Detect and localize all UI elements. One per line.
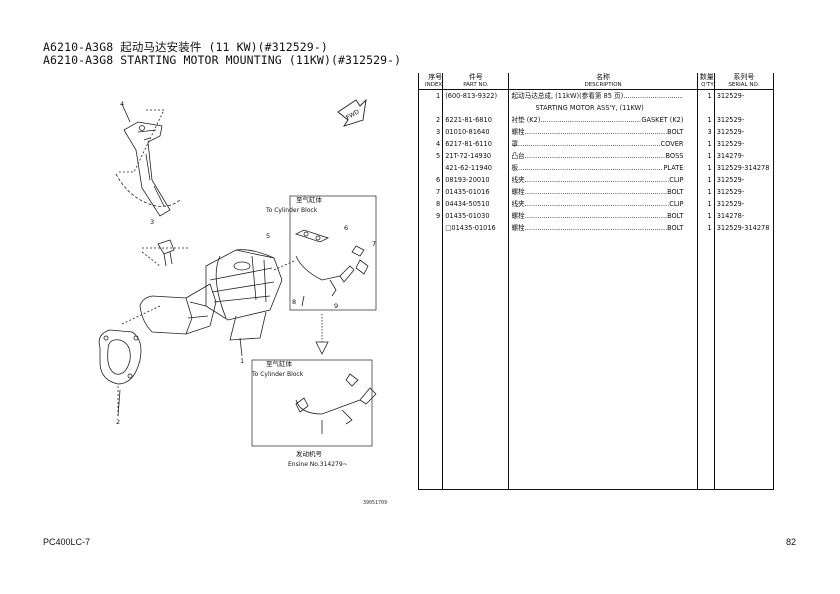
- callout-4: 4: [120, 100, 124, 108]
- model-label: PC400LC-7: [43, 537, 91, 547]
- table-empty-space: [417, 234, 775, 490]
- table-row: 3 01010-81640 螺栓BOLT 3 312529-: [417, 126, 775, 138]
- exploded-parts-diagram: 1 2 3 4 5 6 7 8 9 至气缸体 To Cylinder Block…: [98, 98, 377, 468]
- page-title-chinese: A6210-A3G8 起动马达安装件 (11 KW)(#312529-): [43, 40, 328, 54]
- detail-box1-label-zh: 至气缸体: [296, 195, 323, 204]
- callout-3: 3: [150, 218, 154, 226]
- table-row: 7 01435-01016 螺栓BOLT 1 312529-: [417, 186, 775, 198]
- fwd-arrow-label: FWD: [345, 108, 361, 121]
- page-number: 82: [785, 537, 796, 547]
- table-row: 4 6217-81-6110 罩COVER 1 312529-: [417, 138, 775, 150]
- table-row: 6 08193-20010 线夹CLIP 1 312529-: [417, 174, 775, 186]
- page-title-english: A6210-A3G8 STARTING MOTOR MOUNTING (11KW…: [43, 53, 402, 67]
- table-row: □01435-01016 螺栓BOLT 1 312529-314278: [417, 222, 775, 234]
- callout-7: 7: [372, 240, 376, 248]
- table-row: 421-62-11940 板PLATE 1 312529-314278: [417, 162, 775, 174]
- table-row-subline: STARTING MOTOR ASS'Y, (11KW): [417, 102, 775, 114]
- callout-8: 8: [292, 298, 296, 306]
- detail-box2-label-en: To Cylinder Block: [251, 371, 304, 378]
- table-row: 1 (600-813-9322) 起动马达总成, (11kW)(参看第 85 页…: [417, 89, 775, 102]
- callout-2: 2: [116, 418, 120, 426]
- callout-5: 5: [266, 232, 270, 240]
- table-row: 9 01435-01030 螺栓BOLT 1 314278-: [417, 210, 775, 222]
- table-row: 5 21T-72-14930 凸台BOSS 1 314279-: [417, 150, 775, 162]
- callout-9: 9: [334, 302, 338, 310]
- engine-number-label-en: Ensine No.314279~: [288, 461, 348, 468]
- detail-box2-label-zh: 至气缸体: [266, 359, 293, 368]
- figure-code: 39051709: [363, 500, 388, 506]
- table-row: 8 04434-50510 线夹CLIP 1 312529-: [417, 198, 775, 210]
- table-row: 2 6221-81-6810 衬垫 (K2)GASKET (K2) 1 3125…: [417, 114, 775, 126]
- engine-number-label-zh: 发动机号: [296, 449, 323, 458]
- callout-1: 1: [240, 357, 244, 365]
- callout-6: 6: [344, 224, 348, 232]
- detail-box1-label-en: To Cylinder Block: [265, 207, 318, 214]
